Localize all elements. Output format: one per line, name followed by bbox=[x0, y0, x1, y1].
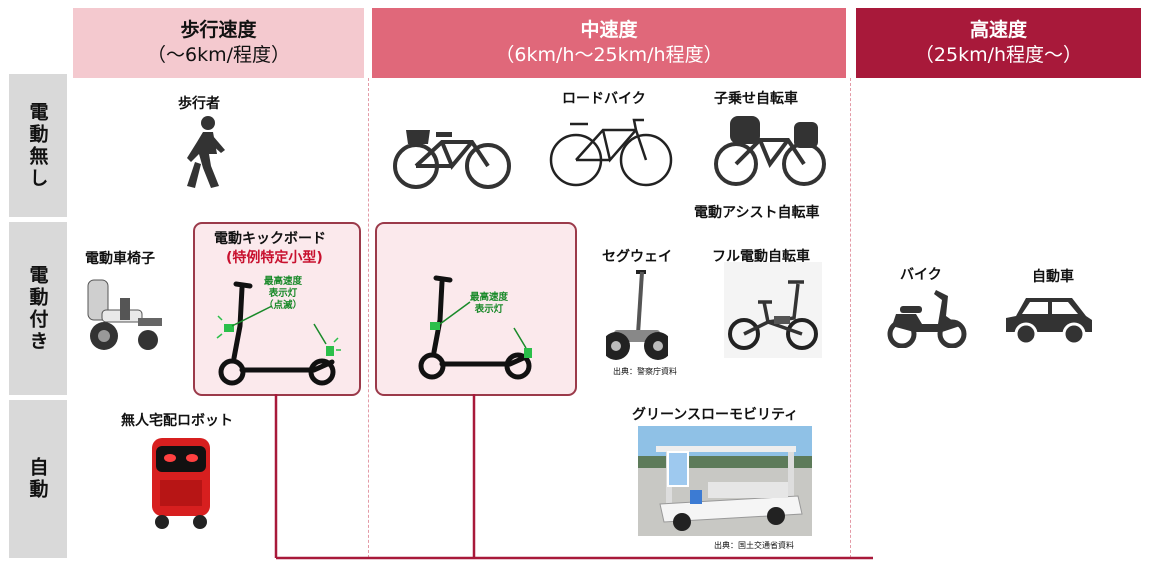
label-robot: 無人宅配ロボット bbox=[121, 413, 233, 429]
label-motorbike: バイク bbox=[900, 267, 942, 283]
header-medium-title: 中速度 bbox=[580, 19, 638, 41]
label-child-seat-bike: 子乗せ自転車 bbox=[714, 91, 798, 107]
header-walking-title: 歩行速度 bbox=[180, 19, 257, 41]
label-kickboard-special: (特例特定小型) bbox=[226, 250, 323, 266]
child-seat-bike-icon bbox=[714, 116, 826, 186]
label-wheelchair: 電動車椅子 bbox=[85, 251, 155, 267]
lamp-blink-note-2: 表示灯 bbox=[268, 288, 298, 299]
wheelchair-icon bbox=[87, 279, 162, 350]
header-walking-speed: 歩行速度 （〜6km/程度） bbox=[73, 8, 364, 78]
header-medium-speed: 中速度 （6km/h〜25km/h程度） bbox=[372, 8, 846, 78]
label-car: 自動車 bbox=[1032, 269, 1074, 285]
delivery-robot-image bbox=[152, 438, 210, 529]
divider-medium-high bbox=[850, 78, 851, 558]
lamp-note-2: 表示灯 bbox=[474, 304, 504, 315]
header-high-title: 高速度 bbox=[969, 19, 1027, 41]
lamp-note: 最高速度 表示灯 bbox=[470, 292, 508, 316]
row-label-powered: 電動付き bbox=[9, 222, 67, 395]
row-powered-text: 電動付き bbox=[26, 264, 49, 353]
label-full-ebike: フル電動自転車 bbox=[712, 249, 810, 265]
label-assist-bike: 電動アシスト自転車 bbox=[694, 205, 820, 221]
label-green-slow-mobility: グリーンスローモビリティ bbox=[632, 407, 799, 423]
lamp-note-1: 最高速度 bbox=[470, 292, 509, 303]
label-pedestrian: 歩行者 bbox=[178, 96, 220, 112]
car-icon bbox=[1006, 298, 1092, 346]
pedestrian-icon bbox=[187, 116, 225, 188]
row-label-autonomous: 自動 bbox=[9, 400, 67, 558]
lamp-blink-note-3: （点滅） bbox=[264, 300, 303, 311]
label-road-bike: ロードバイク bbox=[562, 91, 646, 107]
row-label-unpowered: 電動無し bbox=[9, 74, 67, 217]
motorbike-icon bbox=[887, 290, 967, 348]
kickboard-special-icon bbox=[216, 281, 341, 386]
label-segway: セグウェイ bbox=[602, 249, 672, 265]
source-mlit: 出典：国土交通省資料 bbox=[714, 541, 794, 550]
full-ebike-image bbox=[724, 262, 822, 358]
header-high-speed: 高速度 （25km/h程度〜） bbox=[856, 8, 1141, 78]
city-bicycle-icon bbox=[393, 130, 511, 189]
divider-walking-medium bbox=[368, 78, 369, 558]
lamp-blink-note: 最高速度 表示灯 （点滅） bbox=[264, 276, 302, 312]
green-slow-mobility-image bbox=[638, 426, 812, 536]
header-medium-sub: （6km/h〜25km/h程度） bbox=[495, 44, 723, 66]
row-autonomous-text: 自動 bbox=[26, 457, 49, 501]
segway-image bbox=[606, 270, 668, 360]
source-police: 出典：警察庁資料 bbox=[613, 367, 677, 376]
kickboard-medium-box bbox=[375, 222, 577, 396]
label-kickboard: 電動キックボード bbox=[214, 231, 326, 247]
lamp-blink-note-1: 最高速度 bbox=[264, 276, 303, 287]
header-walking-sub: （〜6km/程度） bbox=[146, 44, 290, 66]
road-bike-icon bbox=[549, 118, 673, 187]
row-unpowered-text: 電動無し bbox=[26, 101, 49, 190]
kickboard-medium-icon bbox=[418, 275, 532, 380]
header-high-sub: （25km/h程度〜） bbox=[914, 44, 1083, 66]
